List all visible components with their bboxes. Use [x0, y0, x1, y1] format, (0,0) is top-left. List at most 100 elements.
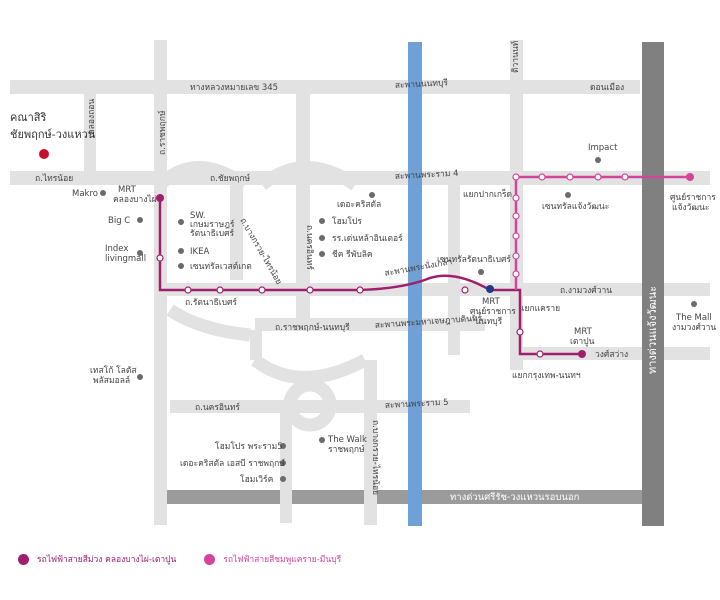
svg-text:เซนทรัลรัตนาธิเบศร์: เซนทรัลรัตนาธิเบศร์ — [437, 254, 511, 265]
legend-pink-line: รถไฟฟ้าสายสีชมพูแคราย-มีนบุรี — [204, 552, 341, 566]
bang-kruai-sai-noi-2-label: ถ.บางกรวย-ไทรน้อย — [370, 420, 381, 495]
pink-station — [621, 173, 629, 181]
project-marker — [39, 149, 49, 159]
poi-seek-station: ชีค รีพับลิค — [319, 249, 373, 260]
sai-noi-label: ถ.ไทรน้อย — [35, 173, 73, 184]
poi-homepro: โฮมโปร — [319, 216, 362, 227]
pink-line — [512, 173, 694, 290]
khlong-thon-label: คลองถอน — [87, 99, 97, 135]
bang-kruai-sai-noi-label: ถ.บางกรวย-ไทรน้อย — [237, 216, 284, 287]
pink-station — [512, 270, 520, 278]
pink-station — [512, 212, 520, 220]
poi-central-rattanathibet: เซนทรัลรัตนาธิเบศร์ — [437, 254, 511, 275]
highway-345-label: ทางหลวงหมายเลข 345 — [190, 83, 278, 93]
svg-text:Big C: Big C — [108, 216, 130, 226]
purple-station — [306, 286, 314, 294]
purple-line-swatch — [18, 553, 29, 565]
poi-the-crystal: เดอะคริสตัล — [337, 192, 381, 210]
ratchaphruek-nonthaburi-label: ถ.ราชพฤกษ์-นนทบุรี — [275, 322, 350, 333]
pink-station — [538, 173, 546, 181]
poi-school-lahan: รร.เด่นหล้าอินเตอร์ — [319, 233, 403, 244]
svg-text:โฮมโปร: โฮมโปร — [332, 216, 362, 227]
pink-station — [512, 173, 520, 181]
svg-text:เซนทรัลแจ้งวัฒนะ: เซนทรัลแจ้งวัฒนะ — [542, 201, 609, 212]
purple-station — [356, 286, 364, 294]
nakhon-in-label: ถ.นครอินทร์ — [304, 225, 315, 270]
purple-station — [516, 328, 524, 336]
pink-station — [566, 173, 574, 181]
project-title-line1: คณาสิริ — [10, 111, 46, 124]
poi-govt-center: ศูนย์ราชการแจ้งวัฒนะ — [670, 192, 716, 213]
svg-text:SW.เกษมราษฎร์รัตนาธิเบศร์: SW.เกษมราษฎร์รัตนาธิเบศร์ — [190, 211, 235, 239]
ratchaphruek-label: ถ.ราชพฤกษ์ — [157, 110, 168, 155]
pak-kret-junction-label: แยกปากเกร็ด — [463, 188, 512, 200]
pink-station — [512, 252, 520, 260]
purple-station — [536, 350, 544, 358]
tiwanon-label: ติวานนท์ — [510, 40, 521, 73]
mrt-khlong-bang-phai-station — [156, 194, 164, 202]
bridge-nonthaburi-label: สะพานนนทบุรี — [395, 77, 449, 91]
poi-central-chaengwattana: เซนทรัลแจ้งวัฒนะ — [542, 192, 609, 212]
poi-home-works: โฮมเวิร์ค — [240, 474, 286, 485]
legend-purple-line: รถไฟฟ้าสายสีม่วง คลองบางไผ่-เตาปูน — [18, 552, 176, 566]
rattanathibet-label: ถ.รัตนาธิเบศร์ — [185, 297, 237, 308]
svg-text:เดอะคริสตัล เอสบี ราชพฤกษ์: เดอะคริสตัล เอสบี ราชพฤกษ์ — [180, 458, 285, 469]
purple-station — [258, 286, 266, 294]
svg-text:IKEA: IKEA — [190, 247, 209, 257]
khae-rai-junction-label: แยกแคราย — [519, 304, 560, 314]
outer-ring-label: ทางด่วนศรีรัช-วงแหวนรอบนอก — [450, 491, 580, 503]
poi-makro: Makro — [72, 189, 106, 199]
bridge-rama4-label: สะพานพระราม 4 — [395, 169, 459, 182]
svg-text:เทสโก้ โลตัสพลัสมอลล์: เทสโก้ โลตัสพลัสมอลล์ — [90, 365, 137, 386]
svg-text:ศูนย์ราชการแจ้งวัฒนะ: ศูนย์ราชการแจ้งวัฒนะ — [670, 192, 716, 213]
wong-sawang-label: วงศ์สว่าง — [595, 349, 628, 360]
mrt-tao-poon-station — [578, 350, 586, 358]
poi-tesco-lotus: เทสโก้ โลตัสพลัสมอลล์ — [90, 365, 143, 386]
don-mueang-label: ดอนเมือง — [590, 82, 624, 93]
svg-text:เซนทรัลเวสต์เกต: เซนทรัลเวสต์เกต — [190, 261, 252, 272]
svg-text:ชีค รีพับลิค: ชีค รีพับลิค — [332, 249, 373, 260]
legend-pink-label: รถไฟฟ้าสายสีชมพูแคราย-มีนบุรี — [223, 555, 342, 565]
purple-station — [184, 286, 192, 294]
poi-central-westgate: เซนทรัลเวสต์เกต — [178, 261, 252, 272]
pink-station — [594, 173, 602, 181]
chaiyaphruek-label: ถ.ชัยพฤกษ์ — [210, 173, 250, 184]
chaeng-watthana-expressway — [642, 42, 664, 526]
project-title-line2: ชัยพฤกษ์-วงแหวน — [10, 128, 96, 141]
chaeng-watthana-expressway-label: ทางด่วนแจ้งวัฒนะ — [646, 286, 659, 374]
pink-station — [512, 232, 520, 240]
poi-ikea: IKEA — [178, 247, 209, 257]
ngam-wong-wan-label: ถ.งามวงศ์วาน — [560, 285, 612, 296]
krungthep-nonthaburi-junction-label: แยกกรุงเทพ-นนทฯ — [512, 371, 581, 381]
bridge-rama5-label: สะพานพระราม 5 — [385, 398, 449, 411]
govt-center-station — [686, 173, 694, 181]
mrt-nonthaburi-station — [486, 285, 494, 293]
svg-text:โฮมเวิร์ค: โฮมเวิร์ค — [240, 474, 273, 485]
poi-big-c: Big C — [108, 216, 143, 226]
poi-crystal-esb: เดอะคริสตัล เอสบี ราชพฤกษ์ — [180, 458, 286, 469]
pink-station — [512, 194, 520, 202]
purple-station — [461, 286, 469, 294]
svg-text:Impact: Impact — [588, 143, 618, 153]
legend-purple-label: รถไฟฟ้าสายสีม่วง คลองบางไผ่-เตาปูน — [37, 555, 177, 565]
purple-station — [216, 286, 224, 294]
pink-line-swatch — [204, 553, 216, 565]
nakhon-in-road-label: ถ.นครอินทร์ — [195, 402, 240, 413]
poi-homepro-rama5: โฮมโปร พระราม5 — [215, 441, 286, 452]
poi-impact: Impact — [588, 143, 618, 163]
svg-text:โฮมโปร พระราม5: โฮมโปร พระราม5 — [215, 441, 283, 452]
legend: รถไฟฟ้าสายสีม่วง คลองบางไผ่-เตาปูน รถไฟฟ… — [18, 552, 341, 566]
